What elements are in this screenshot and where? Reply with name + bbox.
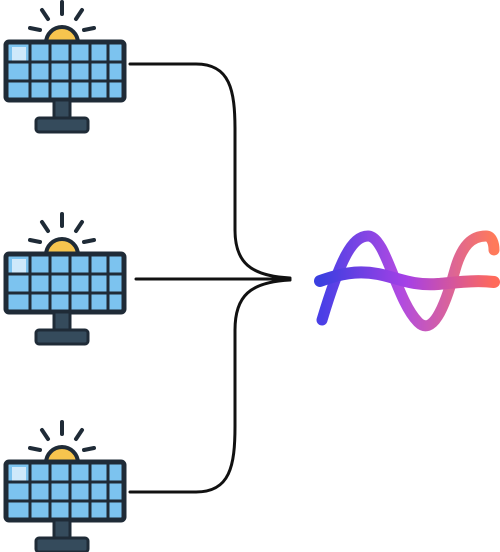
solar-panel-icon [6, 2, 124, 132]
solar-panel-icon [6, 422, 124, 552]
solar-panel-2 [6, 214, 124, 344]
connector-top [128, 62, 292, 280]
wave-logo-icon [314, 230, 500, 332]
solar-panel-icon [6, 214, 124, 344]
solar-panel-1 [6, 2, 124, 132]
connector-bottom [128, 278, 292, 494]
solar-panel-3 [6, 422, 124, 552]
